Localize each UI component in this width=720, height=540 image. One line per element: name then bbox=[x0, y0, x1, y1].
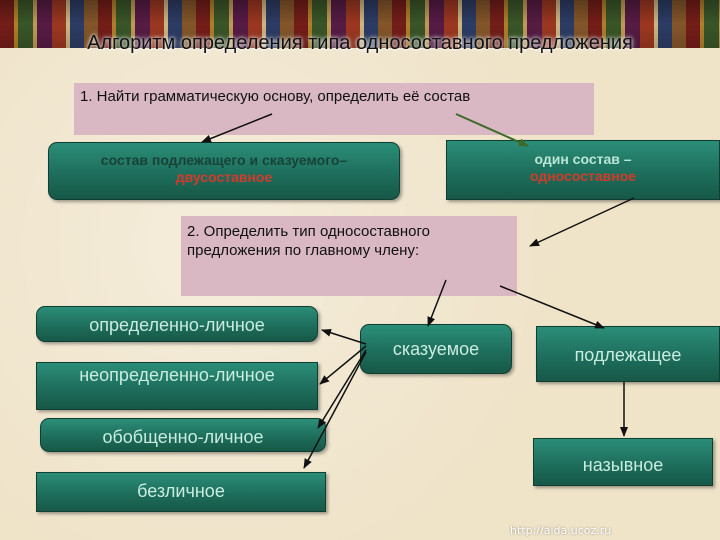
two-part-line2: двусоставное bbox=[175, 169, 273, 185]
two-part-line1: состав подлежащего и сказуемого– bbox=[100, 152, 348, 168]
subject-box: подлежащее bbox=[536, 326, 720, 382]
footer-url: http://aida.ucoz.ru bbox=[510, 524, 612, 537]
one-part-line2: односоставное bbox=[529, 168, 637, 184]
indefinite-personal-box: неопределенно-личное bbox=[36, 362, 318, 410]
impersonal-box: безличное bbox=[36, 472, 326, 512]
one-part-line1: один состав – bbox=[534, 151, 632, 167]
two-part-box: состав подлежащего и сказуемого– двусост… bbox=[48, 142, 400, 200]
generalized-personal-box: обобщенно-личное bbox=[40, 418, 326, 452]
slide-title: Алгоритм определения типа односоставного… bbox=[87, 32, 633, 54]
predicate-box: сказуемое bbox=[360, 324, 512, 374]
nominative-box: назывное bbox=[533, 438, 713, 486]
step-1-panel: 1. Найти грамматическую основу, определи… bbox=[74, 83, 594, 135]
one-part-box: один состав – односоставное bbox=[446, 140, 720, 200]
definite-personal-box: определенно-личное bbox=[36, 306, 318, 342]
step-2-panel: 2. Определить тип односоставного предлож… bbox=[181, 216, 517, 296]
